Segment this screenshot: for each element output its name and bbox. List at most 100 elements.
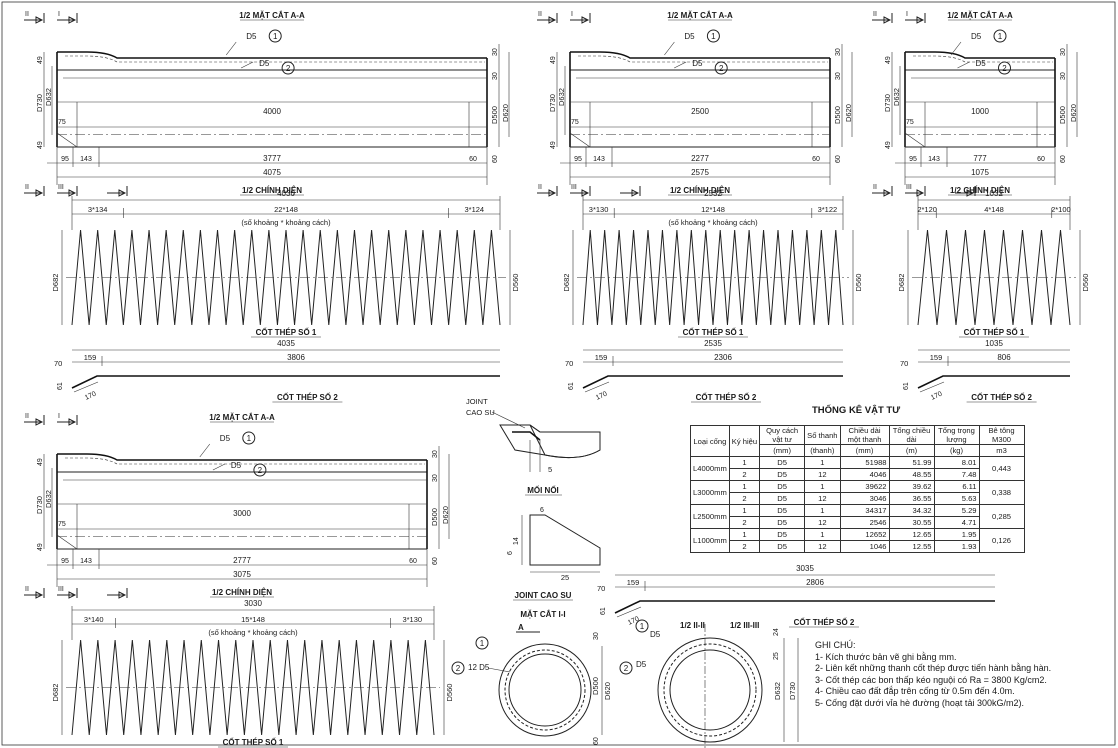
pipe-outer-wall (57, 453, 427, 461)
joint-body (499, 424, 601, 459)
dim-label: D560 (445, 684, 454, 702)
pipe-outer-circle (498, 643, 592, 737)
dim-label: 24 (773, 628, 780, 636)
table-cell: D5 (759, 540, 806, 553)
dim-label: 3035 (796, 564, 814, 573)
table-header-cell: Tổng chiều dài (888, 425, 935, 445)
dim-label: 60 (1037, 156, 1045, 163)
dim-label: 1075 (971, 168, 989, 177)
pipe-inner-circle (669, 649, 751, 731)
pipe-outer-circle (657, 637, 763, 743)
bell-chamfer (569, 132, 591, 148)
dim-label: D620 (441, 506, 450, 524)
rebar-dashed (65, 457, 425, 465)
note-item: 4- Chiều cao đất đắp trên cống từ 0.5m đ… (815, 686, 1015, 697)
dim-label: 3777 (263, 154, 281, 163)
dim-label: 3*134 (88, 205, 108, 214)
dim-label: 61 (568, 382, 575, 390)
dim-label: 14 (513, 537, 520, 545)
dim-label: 75 (58, 521, 66, 528)
table-unit-cell: m3 (978, 444, 1025, 457)
section-mark-label: II (538, 184, 542, 191)
bar-rebar (614, 600, 995, 614)
dim-label: 4035 (277, 339, 295, 348)
dim-label: 70 (597, 584, 605, 593)
table-unit-cell: (mm) (839, 444, 890, 457)
dim-label: 60 (409, 558, 417, 565)
dim-label: D730 (35, 94, 44, 112)
table-cell: 12 (804, 468, 841, 481)
table-cell: 5.29 (933, 504, 980, 517)
table-cell: 34.32 (888, 504, 935, 517)
rebar-marker-number: 2 (719, 64, 724, 73)
section-mark-label: III (58, 586, 64, 593)
section-mark-label: III (571, 184, 577, 191)
rebar-marker-circle (706, 29, 720, 43)
rebar-label: D5 (259, 59, 270, 68)
dim-label: 30 (432, 474, 439, 482)
section-mark-arrow (35, 189, 44, 197)
dim-label: 49 (885, 141, 892, 149)
section-title: 1/2 MẶT CẮT A-A (209, 413, 275, 422)
leader (664, 41, 675, 56)
section-mark-label: I (571, 11, 573, 18)
joint-rubber (512, 431, 541, 441)
bar-rebar (582, 375, 843, 389)
dim-label: 95 (61, 558, 69, 565)
dim-label: 95 (61, 156, 69, 163)
table-cell: D5 (759, 468, 806, 481)
dim-label: 70 (54, 359, 62, 368)
dim-label: D620 (844, 104, 853, 122)
dim-label: 60 (593, 737, 600, 745)
pipe-inner-circle (508, 653, 582, 727)
leader (491, 411, 526, 429)
table-cell-type: L3000mm (690, 480, 730, 505)
pipe-rebar-circle (663, 643, 757, 737)
dim-label: 75 (571, 119, 579, 126)
dim-label: 2777 (233, 556, 251, 565)
dim-label: 777 (973, 154, 987, 163)
table-cell-type: L4000mm (690, 456, 730, 481)
dim-label: 4*148 (984, 205, 1004, 214)
rebar-marker-number: 1 (998, 32, 1003, 41)
table-header-cell: Loại cống (690, 425, 730, 457)
joint-callout: CAO SU (466, 408, 495, 417)
table-unit-cell: (thanh) (804, 444, 841, 457)
dim-label: 61 (600, 607, 607, 615)
dim-label: 12*148 (701, 205, 725, 214)
rubber-profile (529, 514, 601, 566)
dim-label: 60 (432, 557, 439, 565)
rebar-marker-circle (253, 463, 267, 477)
notes-block: GHI CHÚ: 1- Kích thước bản vẽ ghi bằng m… (815, 640, 1051, 710)
leader (674, 61, 687, 69)
table-cell: 34317 (839, 504, 890, 517)
dim-label: 159 (84, 353, 97, 362)
section-mark-arrow (68, 16, 77, 24)
dim-label: D682 (51, 684, 60, 702)
table-cell: 12.55 (888, 540, 935, 553)
table-cell: 1.95 (933, 528, 980, 541)
section-mark-arrow (548, 16, 557, 24)
dim-label: 49 (37, 458, 44, 466)
section-title: MẶT CẮT I-I (520, 610, 565, 619)
rebar-label: D5 (231, 461, 242, 470)
spiral-title: CỐT THÉP SỐ 1 (964, 327, 1025, 337)
spiral-title: CỐT THÉP SỐ 1 (256, 327, 317, 337)
dim-label: 159 (930, 353, 943, 362)
table-cell: 30.55 (888, 516, 935, 529)
dim-label: D632 (44, 490, 53, 508)
rebar-dashed (578, 55, 828, 63)
dim-label: D682 (562, 274, 571, 292)
spiral-rebar (582, 229, 844, 326)
dim-label: D730 (548, 94, 557, 112)
dim-label: D682 (897, 274, 906, 292)
rebar-marker-circle (714, 61, 728, 75)
table-cell: 6.11 (933, 480, 980, 493)
dim-label: 2*100 (1051, 205, 1071, 214)
